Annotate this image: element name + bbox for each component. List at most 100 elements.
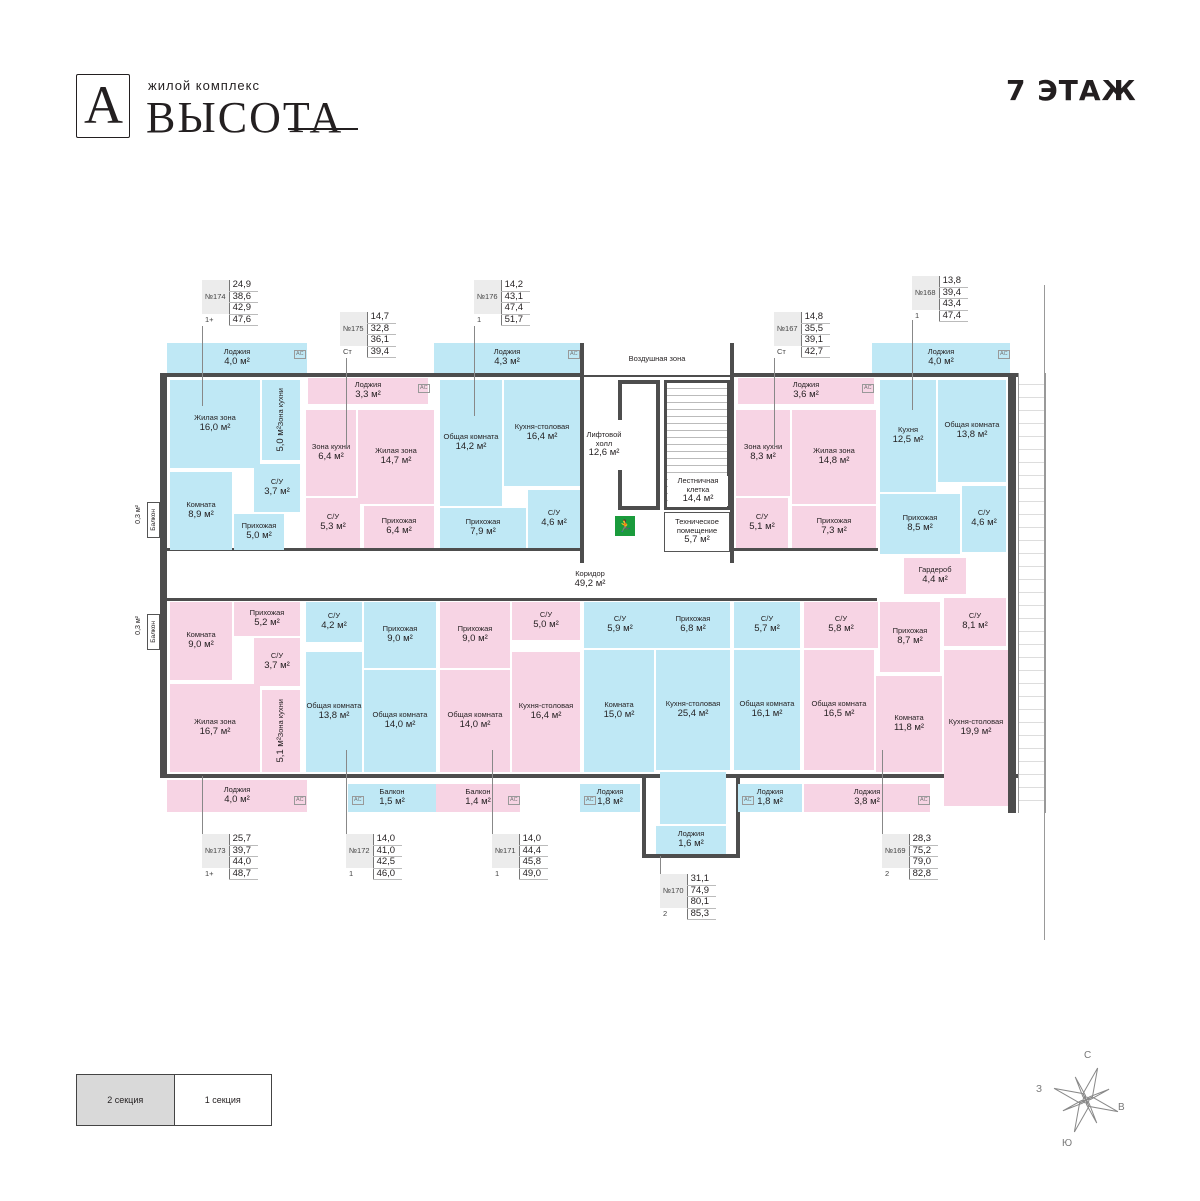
- apt-value: 24,9: [228, 279, 258, 292]
- section-2-button[interactable]: 2 секция: [77, 1075, 175, 1125]
- room-name: Общая комната: [739, 699, 795, 709]
- compass-north: С: [1084, 1050, 1092, 1061]
- apt-number: №175: [340, 312, 368, 346]
- room-balcony-174[interactable]: Балкон: [147, 502, 160, 538]
- apt-value: 42,9: [228, 302, 258, 315]
- room-name: Кухня-столовая: [514, 422, 570, 432]
- leader-line: [346, 750, 347, 834]
- room-name: Прихожая: [241, 521, 277, 531]
- room-area: 8,5 м²: [907, 521, 933, 533]
- building-wall-top: [160, 373, 1018, 377]
- logo-name: ВЫСОТА: [146, 93, 344, 142]
- section-1-button[interactable]: 1 секция: [204, 1095, 241, 1105]
- room-name: Лоджия: [223, 347, 251, 357]
- room-balcony-173[interactable]: Балкон: [147, 614, 160, 650]
- room-name: Комната: [604, 700, 634, 710]
- corridor-wall-bottom: [167, 598, 877, 601]
- apt-value: 79,0: [908, 856, 938, 869]
- room-area: 5,0 м²: [533, 618, 559, 630]
- room-name: Лоджия: [853, 787, 881, 797]
- room-name: Кухня-столовая: [518, 701, 574, 711]
- room-area: 16,7 м²: [199, 725, 231, 737]
- room-name: Лоджия: [927, 347, 955, 357]
- apt-type: 1+: [205, 868, 214, 878]
- apt-type: 1: [495, 868, 500, 878]
- room-name: Зона кухни: [275, 388, 285, 427]
- room-name: С/У: [755, 512, 769, 522]
- apt-value: 36,1: [366, 334, 396, 347]
- room-name: Общая комната: [372, 710, 428, 720]
- apt-value: 51,7: [500, 314, 530, 326]
